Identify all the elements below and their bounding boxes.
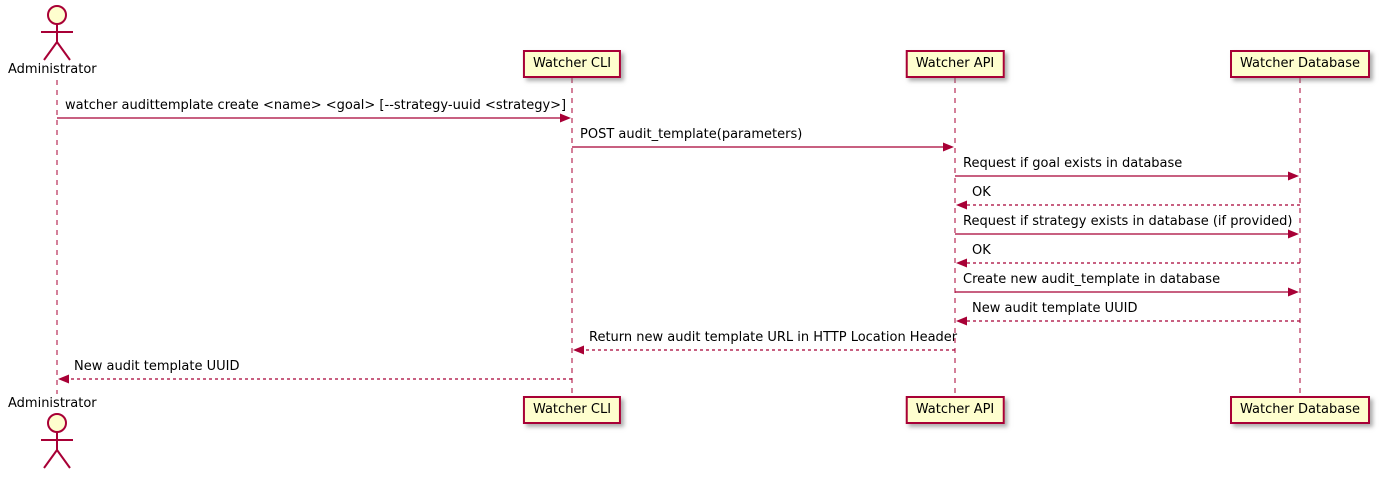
message-arrowhead (943, 142, 954, 152)
message-label-new-uuid-from-db: New audit template UUID (972, 301, 1138, 316)
participant-watcher-database-bottom: Watcher Database (1230, 396, 1370, 424)
participant-watcher-api-top: Watcher API (905, 50, 1005, 78)
message-label-request-strategy-exists: Request if strategy exists in database (… (963, 214, 1293, 229)
message-label-new-uuid-to-admin: New audit template UUID (74, 359, 240, 374)
message-label-request-goal-exists: Request if goal exists in database (963, 156, 1183, 171)
participant-label: Watcher Database (1240, 56, 1360, 71)
message-arrowhead (956, 316, 967, 326)
message-label-create-in-database: Create new audit_template in database (963, 272, 1221, 287)
participant-label: Watcher CLI (532, 56, 612, 71)
message-arrowhead (573, 345, 584, 355)
message-arrowhead (1288, 229, 1299, 239)
message-arrowhead (1288, 171, 1299, 181)
actor-icon (41, 413, 73, 469)
message-arrowhead (560, 113, 571, 123)
actor-label-top: Administrator (8, 62, 97, 77)
participant-watcher-database-top: Watcher Database (1230, 50, 1370, 78)
message-label-post-audit-template: POST audit_template(parameters) (580, 127, 803, 142)
message-arrowhead (956, 200, 967, 210)
participant-label: Watcher API (915, 402, 995, 417)
message-label-create-audittemplate: watcher audittemplate create <name> <goa… (65, 98, 567, 113)
participant-label: Watcher Database (1240, 402, 1360, 417)
message-label-ok-strategy: OK (972, 243, 991, 258)
participant-label: Watcher API (915, 56, 995, 71)
message-label-return-url-location-header: Return new audit template URL in HTTP Lo… (589, 330, 958, 345)
participant-watcher-api-bottom: Watcher API (905, 396, 1005, 424)
message-arrowhead (956, 258, 967, 268)
actor-label-bottom: Administrator (8, 396, 97, 411)
participant-watcher-cli-bottom: Watcher CLI (522, 396, 622, 424)
message-arrowhead (58, 374, 69, 384)
message-arrowhead (1288, 287, 1299, 297)
message-label-ok-goal: OK (972, 185, 991, 200)
participant-label: Watcher CLI (532, 402, 612, 417)
participant-watcher-cli-top: Watcher CLI (522, 50, 622, 78)
actor-icon (41, 5, 73, 61)
